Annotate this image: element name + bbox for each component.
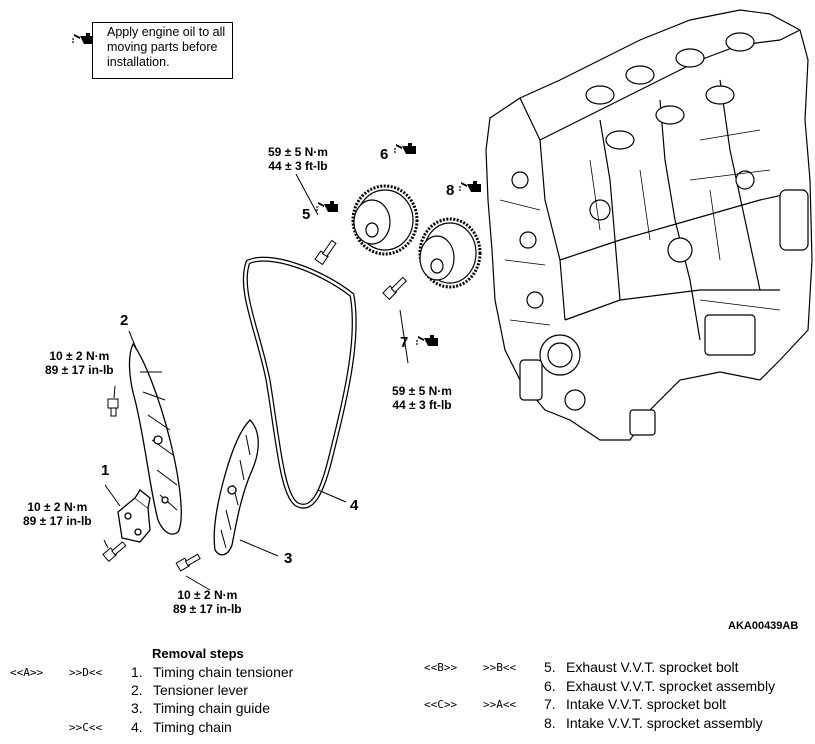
step-mark-4b: >>C<< bbox=[69, 721, 103, 734]
step-num-5: 5. bbox=[544, 659, 556, 675]
step-num-1: 1. bbox=[131, 664, 143, 680]
step-num-8: 8. bbox=[544, 715, 556, 731]
step-label-2: Tensioner lever bbox=[153, 682, 248, 698]
torque-imperial: 89 ± 17 in-lb bbox=[23, 514, 92, 528]
step-mark-7b: >>A<< bbox=[483, 698, 517, 711]
step-num-2: 2. bbox=[131, 682, 143, 698]
oil-can-icon bbox=[72, 33, 481, 346]
torque-metric: 10 ± 2 N·m bbox=[49, 349, 110, 363]
step-label-8: Intake V.V.T. sprocket assembly bbox=[566, 715, 763, 731]
callout-2: 2 bbox=[120, 312, 129, 329]
step-label-7: Intake V.V.T. sprocket bolt bbox=[566, 696, 727, 712]
figure-reference: AKA00439AB bbox=[728, 620, 799, 632]
torque-imperial: 44 ± 3 ft-lb bbox=[392, 398, 452, 412]
timing-chain-tensioner bbox=[117, 489, 151, 543]
torque-metric: 10 ± 2 N·m bbox=[177, 588, 238, 602]
torque-label-exhaust-bolt: 59 ± 5 N·m 44 ± 3 ft-lb bbox=[268, 145, 328, 173]
step-label-3: Timing chain guide bbox=[153, 700, 270, 716]
step-label-6: Exhaust V.V.T. sprocket assembly bbox=[566, 678, 776, 694]
note-text: Apply engine oil to all moving parts bef… bbox=[107, 25, 226, 69]
timing-chain-guide bbox=[213, 419, 259, 556]
removal-steps-heading: Removal steps bbox=[152, 646, 244, 661]
timing-chain bbox=[242, 256, 357, 509]
exhaust-vvt-sprocket bbox=[351, 184, 419, 256]
step-num-6: 6. bbox=[544, 678, 556, 694]
callout-5: 5 bbox=[302, 206, 311, 223]
step-mark-1b: >>D<< bbox=[69, 666, 103, 679]
torque-metric: 59 ± 5 N·m bbox=[392, 384, 452, 398]
callout-6: 6 bbox=[380, 146, 389, 163]
step-num-4: 4. bbox=[131, 719, 143, 735]
step-num-3: 3. bbox=[131, 700, 143, 716]
tensioner-lever bbox=[128, 342, 182, 535]
step-label-1: Timing chain tensioner bbox=[153, 664, 294, 680]
step-mark-1: <<A>> bbox=[10, 666, 44, 679]
torque-imperial: 89 ± 17 in-lb bbox=[173, 602, 242, 616]
torque-label-guide: 10 ± 2 N·m 89 ± 17 in-lb bbox=[173, 588, 242, 616]
note-box bbox=[92, 22, 233, 79]
intake-vvt-sprocket bbox=[418, 217, 482, 289]
step-mark-5b: >>B<< bbox=[483, 661, 517, 674]
callout-1: 1 bbox=[101, 462, 110, 479]
step-num-7: 7. bbox=[544, 696, 556, 712]
step-label-5: Exhaust V.V.T. sprocket bolt bbox=[566, 659, 739, 675]
torque-metric: 10 ± 2 N·m bbox=[27, 500, 88, 514]
torque-metric: 59 ± 5 N·m bbox=[268, 145, 328, 159]
torque-imperial: 44 ± 3 ft-lb bbox=[268, 159, 328, 173]
callout-7-label: 8 bbox=[446, 182, 455, 199]
torque-imperial: 89 ± 17 in-lb bbox=[45, 363, 114, 377]
bolts bbox=[102, 239, 407, 572]
step-mark-7: <<C>> bbox=[424, 698, 458, 711]
callout-3: 3 bbox=[284, 550, 293, 567]
step-label-4: Timing chain bbox=[153, 719, 232, 735]
step-mark-5: <<B>> bbox=[424, 661, 458, 674]
torque-label-tensioner: 10 ± 2 N·m 89 ± 17 in-lb bbox=[23, 500, 92, 528]
torque-label-lever: 10 ± 2 N·m 89 ± 17 in-lb bbox=[45, 349, 114, 377]
callout-4: 4 bbox=[350, 497, 359, 514]
callout-7: 7 bbox=[400, 334, 409, 351]
torque-label-intake-bolt: 59 ± 5 N·m 44 ± 3 ft-lb bbox=[392, 384, 452, 412]
leader-lines bbox=[103, 173, 409, 591]
engine-block bbox=[485, 9, 813, 441]
